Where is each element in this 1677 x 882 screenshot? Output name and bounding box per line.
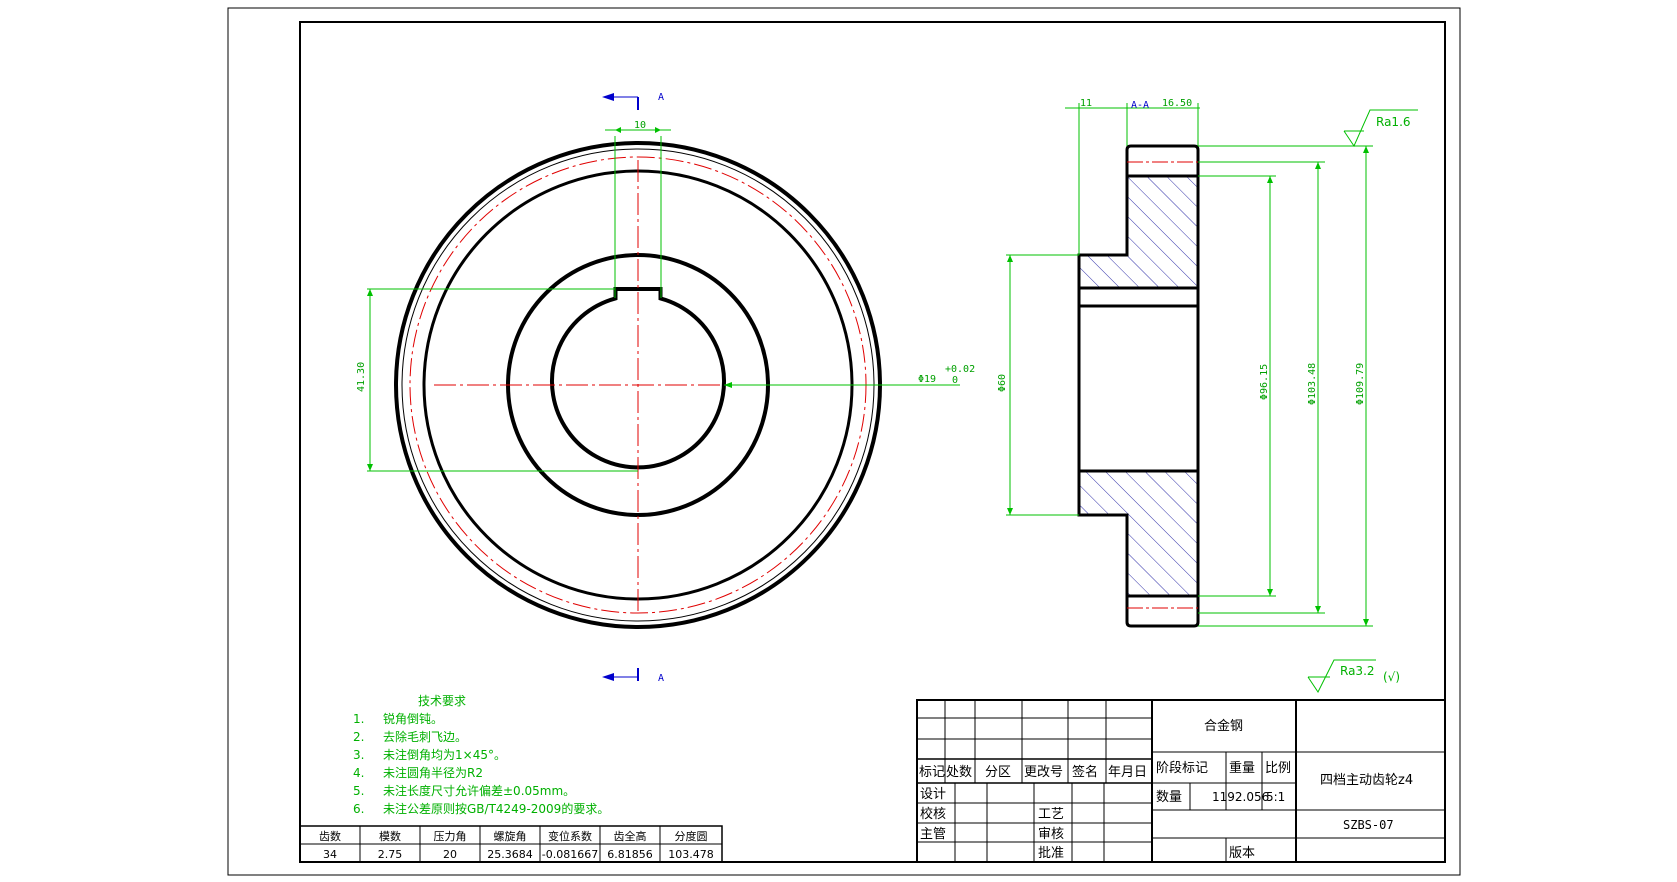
weight-value: 1192.056 bbox=[1212, 790, 1269, 804]
svg-text:(√): (√) bbox=[1383, 670, 1400, 684]
param-value: -0.081667 bbox=[542, 848, 598, 861]
param-header: 齿数 bbox=[319, 830, 341, 843]
dia-60-label: Φ60 bbox=[997, 374, 1008, 392]
param-header: 分度圆 bbox=[675, 829, 708, 843]
svg-text:标记: 标记 bbox=[919, 765, 945, 780]
gear-params-table: 齿数 模数 压力角 螺旋角 变位系数 齿全高 分度圆 34 2.75 20 25… bbox=[299, 825, 723, 863]
param-value: 34 bbox=[323, 848, 337, 861]
svg-text:1.: 1. bbox=[353, 712, 364, 726]
stage-label: 阶段标记 bbox=[1156, 761, 1208, 776]
tech-item: 未注倒角均为1×45°。 bbox=[383, 747, 506, 762]
key-depth-label: 41.30 bbox=[356, 362, 367, 392]
approve-label: 批准 bbox=[1038, 846, 1064, 861]
section-outline bbox=[1077, 144, 1200, 628]
param-header: 齿全高 bbox=[614, 829, 647, 843]
svg-text:Ra3.2: Ra3.2 bbox=[1340, 664, 1375, 678]
bore-dia-label: Φ19 bbox=[918, 374, 936, 385]
svg-text:签名: 签名 bbox=[1072, 764, 1098, 780]
part-name: 四档主动齿轮z4 bbox=[1320, 773, 1413, 788]
param-header: 模数 bbox=[379, 830, 401, 843]
svg-text:A: A bbox=[658, 92, 664, 103]
material-label: 合金钢 bbox=[1204, 718, 1243, 734]
svg-text:4.: 4. bbox=[353, 766, 364, 780]
section-view-label: A-A bbox=[1131, 100, 1149, 111]
param-header: 螺旋角 bbox=[494, 829, 527, 843]
outer-frame bbox=[227, 7, 1461, 876]
front-view: 10 41.30 Φ19 +0.02 0 A A bbox=[356, 92, 975, 684]
review-label: 审核 bbox=[1038, 827, 1064, 842]
svg-text:分区: 分区 bbox=[985, 765, 1011, 780]
section-arrow-top: A bbox=[602, 92, 664, 110]
scale-label: 比例 bbox=[1265, 761, 1291, 776]
bore-tol-lower: 0 bbox=[952, 375, 958, 386]
process-label: 工艺 bbox=[1038, 807, 1064, 822]
inner-frame bbox=[299, 21, 1446, 863]
roughness-bottom-icon: Ra3.2 (√) bbox=[1307, 659, 1400, 693]
param-value: 20 bbox=[443, 848, 457, 861]
param-value: 25.3684 bbox=[487, 848, 533, 861]
svg-text:年月日: 年月日 bbox=[1108, 765, 1147, 780]
svg-text:更改号: 更改号 bbox=[1024, 765, 1063, 780]
param-header: 压力角 bbox=[434, 830, 467, 843]
tech-item: 未注圆角半径为R2 bbox=[383, 765, 483, 780]
tech-item: 未注公差原则按GB/T4249-2009的要求。 bbox=[383, 801, 609, 816]
param-value: 2.75 bbox=[378, 848, 403, 861]
roughness-top-icon: Ra1.6 bbox=[1343, 109, 1418, 148]
svg-text:A: A bbox=[658, 673, 664, 684]
tech-item: 锐角倒钝。 bbox=[383, 712, 443, 726]
bore-keyway bbox=[550, 287, 726, 470]
dia-10979-label: Φ109.79 bbox=[1355, 363, 1366, 405]
dim-11-label: 11 bbox=[1080, 98, 1092, 109]
dia-10348-label: Φ103.48 bbox=[1307, 363, 1318, 405]
section-view: 11 16.50 A-A Φ60 Φ96.15 Φ103.48 Φ109.79 … bbox=[997, 98, 1418, 693]
dia-9615-label: Φ96.15 bbox=[1259, 364, 1270, 400]
title-block: 标记 处数 分区 更改号 签名 年月日 设计 校核 主管 工艺 审核 批准 合金… bbox=[916, 699, 1446, 863]
bore-tol-upper: +0.02 bbox=[945, 364, 975, 375]
check-label: 校核 bbox=[920, 806, 946, 822]
svg-text:Ra1.6: Ra1.6 bbox=[1376, 115, 1411, 129]
manage-label: 主管 bbox=[920, 827, 946, 842]
section-arrow-bottom: A bbox=[602, 668, 664, 684]
param-value: 103.478 bbox=[668, 848, 714, 861]
version-label: 版本 bbox=[1229, 846, 1255, 861]
svg-text:6.: 6. bbox=[353, 802, 364, 816]
svg-text:2.: 2. bbox=[353, 730, 364, 744]
dim-1650-label: 16.50 bbox=[1162, 98, 1192, 109]
tech-title: 技术要求 bbox=[418, 694, 466, 708]
svg-text:3.: 3. bbox=[353, 748, 364, 762]
qty-label: 数量 bbox=[1156, 790, 1182, 805]
tech-item: 未注长度尺寸允许偏差±0.05mm。 bbox=[383, 783, 575, 798]
tech-item: 去除毛刺飞边。 bbox=[383, 729, 467, 744]
svg-text:处数: 处数 bbox=[946, 765, 972, 780]
param-header: 变位系数 bbox=[548, 829, 592, 843]
param-value: 6.81856 bbox=[607, 848, 653, 861]
design-label: 设计 bbox=[920, 787, 946, 802]
svg-text:5.: 5. bbox=[353, 784, 364, 798]
tech-requirements: 技术要求 1. 锐角倒钝。 2. 去除毛刺飞边。 3. 未注倒角均为1×45°。… bbox=[353, 694, 609, 816]
drawing-number: SZBS-07 bbox=[1343, 818, 1394, 832]
keyway-width-label: 10 bbox=[634, 120, 646, 131]
weight-label: 重量 bbox=[1229, 760, 1255, 776]
scale-value: 5:1 bbox=[1266, 790, 1285, 804]
